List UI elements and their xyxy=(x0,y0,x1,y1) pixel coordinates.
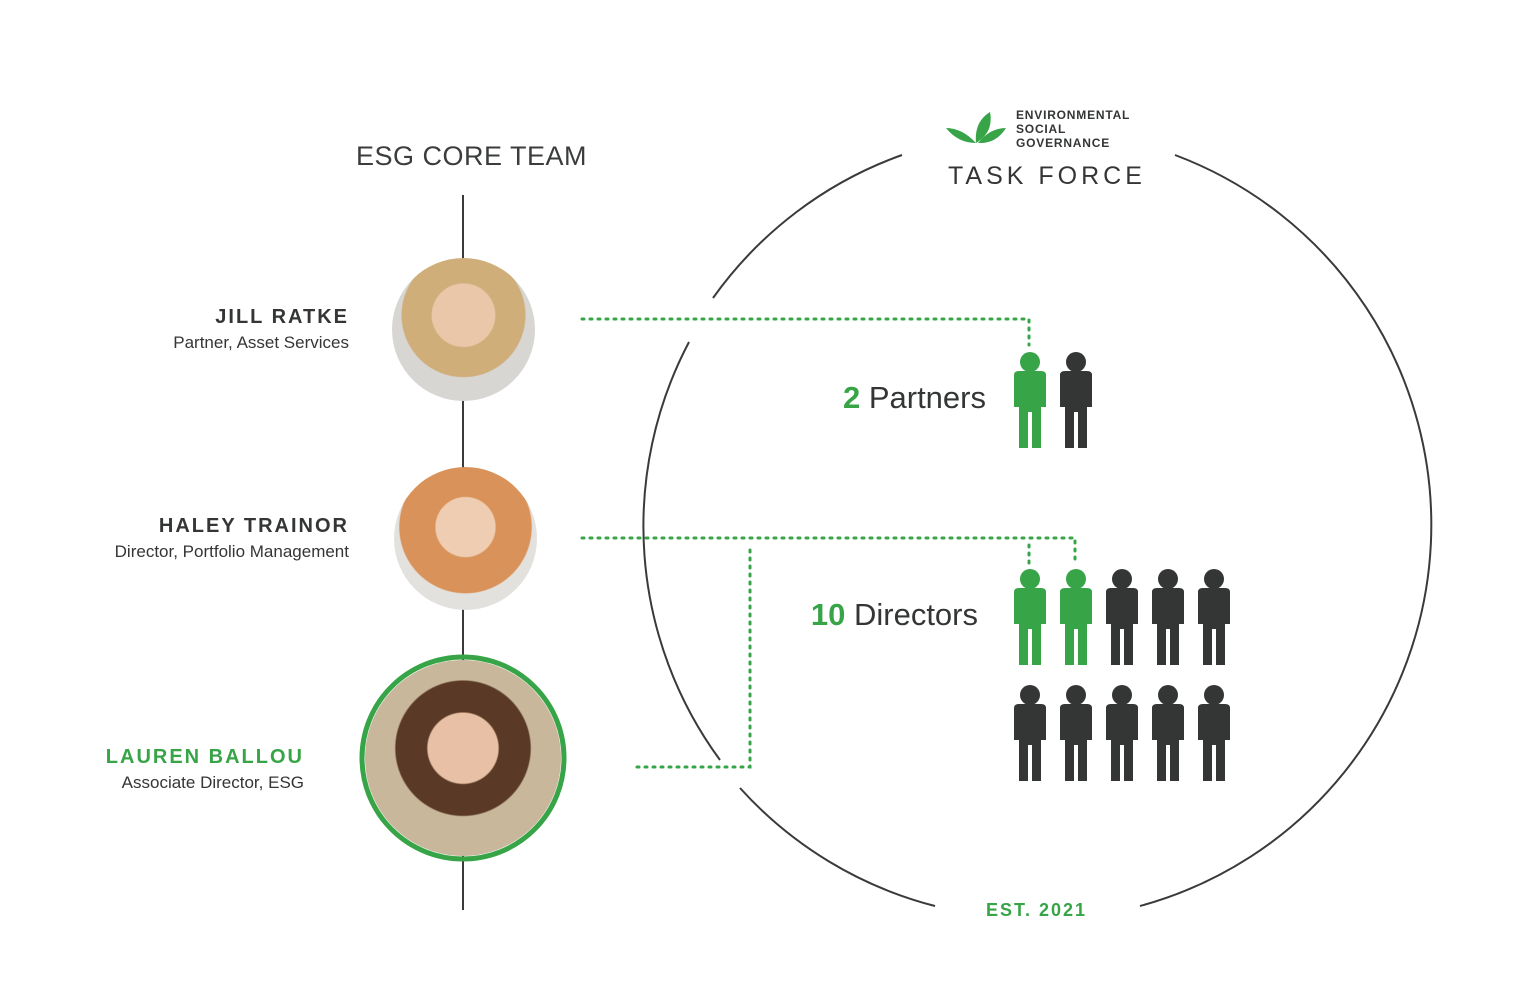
directors-label: Directors xyxy=(853,597,978,632)
person-icon xyxy=(1198,569,1230,665)
member-name: LAUREN BALLOU xyxy=(105,746,304,768)
person-icon xyxy=(1152,685,1184,781)
person-icon xyxy=(1014,569,1046,665)
core-team-title: ESG CORE TEAM xyxy=(356,141,588,171)
person-icon xyxy=(1152,569,1184,665)
directors-count-label: 10 Directors xyxy=(811,597,978,633)
directors-count: 10 xyxy=(810,597,846,632)
person-icon xyxy=(1106,569,1138,665)
connector-lauren xyxy=(635,543,752,769)
task-force-title: TASK FORCE xyxy=(948,162,1146,190)
photo-ring-lauren xyxy=(359,654,567,862)
member-role: Director, Portfolio Management xyxy=(114,542,349,561)
member-role: Partner, Asset Services xyxy=(173,333,349,352)
person-icon xyxy=(1106,685,1138,781)
connector-haley xyxy=(580,536,1077,567)
avatar-jill xyxy=(392,258,535,401)
person-icon xyxy=(1198,685,1230,781)
person-icon xyxy=(1060,685,1092,781)
member-name: HALEY TRAINOR xyxy=(158,515,349,537)
task-force-circle xyxy=(642,154,1433,907)
partners-count: 2 xyxy=(842,380,861,415)
person-icon xyxy=(1060,352,1092,448)
partners-icon-group xyxy=(1014,352,1092,448)
person-icon xyxy=(1014,685,1046,781)
partners-count-label: 2 Partners xyxy=(843,380,986,416)
avatar-haley xyxy=(394,467,537,610)
logo-wordmark: ENVIRONMENTAL SOCIAL GOVERNANCE xyxy=(1016,108,1131,150)
member-role: Associate Director, ESG xyxy=(121,773,304,792)
partners-label: Partners xyxy=(868,380,986,415)
member-name: JILL RATKE xyxy=(215,306,349,328)
leaf-sprout-icon xyxy=(946,112,1006,144)
connector-jill xyxy=(580,317,1031,347)
directors-icon-group xyxy=(1014,569,1230,781)
person-icon xyxy=(1060,569,1092,665)
person-icon xyxy=(1014,352,1046,448)
avatar-lauren xyxy=(365,660,561,856)
established-label: EST. 2021 xyxy=(986,900,1088,920)
connector-lines xyxy=(580,317,1077,769)
